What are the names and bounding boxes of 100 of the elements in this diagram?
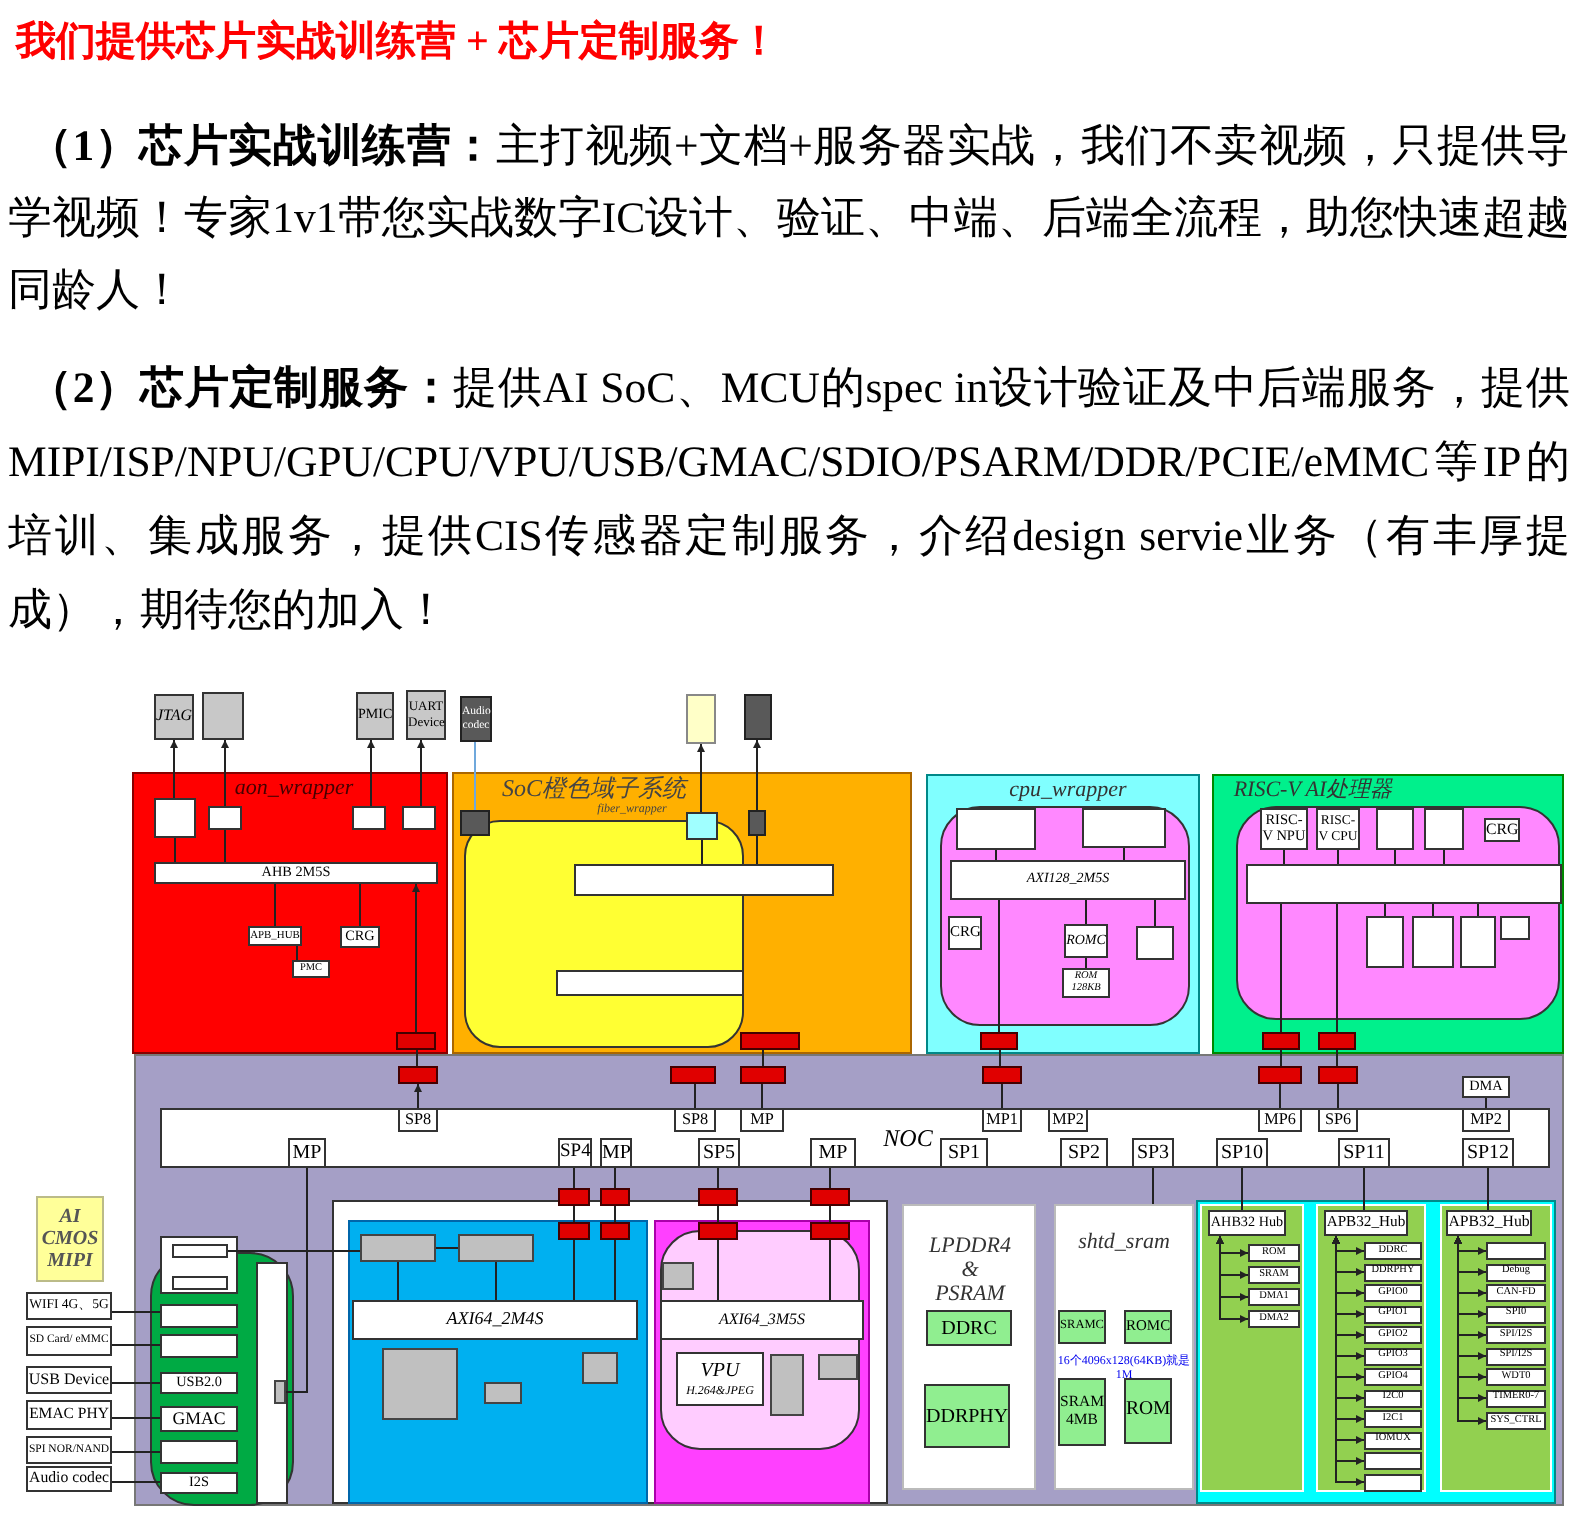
region-title: aon_wrapper xyxy=(234,776,354,801)
connector-line xyxy=(1394,849,1396,865)
connector-line xyxy=(717,1167,719,1189)
connector-line xyxy=(359,883,361,927)
block-box xyxy=(154,798,196,838)
block-box xyxy=(1058,1378,1106,1446)
bridge-box xyxy=(1258,1066,1302,1084)
block-label: SP8 xyxy=(681,1111,709,1129)
connector-line xyxy=(701,839,703,865)
block-box xyxy=(1364,1263,1422,1281)
block-box xyxy=(160,1406,238,1432)
block-label: SP2 xyxy=(1067,1142,1101,1164)
region-title: cpu_wrapper xyxy=(1008,778,1128,803)
connector-line xyxy=(1283,849,1285,865)
block-box xyxy=(1486,1263,1546,1281)
bridge-box xyxy=(980,1032,1018,1050)
block-box xyxy=(1248,1244,1300,1262)
block-box xyxy=(748,810,766,836)
block-box xyxy=(1500,916,1530,940)
connector-line xyxy=(756,835,758,865)
bridge-box xyxy=(1318,1032,1356,1050)
block-box xyxy=(1248,1310,1300,1328)
connector-line xyxy=(1154,899,1156,927)
connector-line xyxy=(1280,903,1282,1033)
connector-line xyxy=(1280,1049,1282,1067)
block-box xyxy=(1364,1473,1422,1491)
region-panel xyxy=(926,774,1200,1054)
connector-line xyxy=(573,1205,575,1223)
port-box xyxy=(398,1108,438,1132)
block-box xyxy=(1248,1288,1300,1306)
peripheral-box xyxy=(460,696,492,742)
connector-line xyxy=(495,1261,497,1301)
block-box xyxy=(1364,1368,1422,1386)
connector-line xyxy=(435,1247,459,1249)
connector-line xyxy=(285,1167,308,1393)
connector-line xyxy=(717,1239,719,1301)
block-box xyxy=(360,1234,436,1262)
region-title: SoC橙色域子系统 xyxy=(502,776,686,803)
block-box xyxy=(1364,1389,1422,1407)
block-label: VPU xyxy=(698,1360,743,1382)
connector-line xyxy=(174,837,176,863)
port-box xyxy=(1462,1108,1510,1132)
connector-line xyxy=(1337,849,1339,865)
block-box xyxy=(460,810,490,836)
connector-line xyxy=(1241,1167,1243,1211)
bridge-box xyxy=(698,1188,738,1206)
bridge-box xyxy=(558,1188,590,1206)
block-box xyxy=(1136,926,1174,960)
block-box xyxy=(1364,1242,1422,1260)
connector-line xyxy=(614,1239,616,1301)
block-box xyxy=(382,1348,458,1420)
connector-line xyxy=(111,1344,161,1346)
bus-bar xyxy=(556,970,744,996)
port-box xyxy=(1060,1138,1108,1168)
bridge-box xyxy=(810,1188,850,1206)
bus-label: NOC xyxy=(881,1126,935,1153)
connector-line xyxy=(474,741,476,811)
block-box xyxy=(1124,1378,1172,1444)
connector-line xyxy=(829,1205,831,1223)
region-title: LPDDR4 & PSRAM xyxy=(928,1234,1012,1307)
block-label: AI CMOS MIPI xyxy=(39,1206,101,1272)
block-box xyxy=(1364,1431,1422,1449)
block-label: SP3 xyxy=(1136,1142,1170,1164)
region-panel xyxy=(654,1220,870,1504)
block-label: MP xyxy=(602,1142,630,1164)
block-box xyxy=(484,1382,522,1404)
connector-line xyxy=(111,1311,161,1313)
connector-line xyxy=(1485,1097,1487,1109)
block-box xyxy=(1486,1284,1546,1302)
bus-column xyxy=(1316,1204,1426,1492)
block-box xyxy=(1062,968,1110,998)
connector-line xyxy=(111,1417,161,1419)
block-box xyxy=(1486,1368,1546,1386)
block-label: SP10 xyxy=(1220,1142,1264,1164)
port-box xyxy=(940,1138,988,1168)
connector-line xyxy=(1443,849,1445,865)
block-box xyxy=(1364,1410,1422,1428)
block-label: DDRC xyxy=(941,1317,997,1339)
bus-bar xyxy=(660,1300,864,1340)
arrow xyxy=(417,739,425,807)
double-arrow xyxy=(1216,1235,1249,1323)
noc-region xyxy=(134,1054,1564,1506)
bus-column xyxy=(1200,1204,1304,1492)
block-box xyxy=(924,1384,1010,1448)
block-box xyxy=(818,1354,858,1380)
block-box xyxy=(1486,1242,1546,1260)
connector-line xyxy=(1152,1167,1154,1205)
peripheral-box xyxy=(744,694,772,740)
bridge-box xyxy=(740,1032,800,1050)
connector-line xyxy=(224,829,226,863)
connector-line xyxy=(274,883,276,927)
connector-line xyxy=(1336,1049,1338,1067)
block-box xyxy=(662,1262,694,1290)
intro-paragraph: （1）芯片实战训练营：主打视频+文档+服务器实战，我们不卖视频，只提供导学视频！专家1v1带您实战数字IC设计、验证、中端、后端全流程，助您快速超越同龄人！ xyxy=(8,120,1570,318)
connector-line xyxy=(995,849,997,861)
connector-line xyxy=(694,1083,696,1109)
bridge-box xyxy=(982,1066,1022,1084)
arrow xyxy=(221,739,229,807)
bus-bar xyxy=(1246,864,1562,904)
connector-line xyxy=(1085,957,1087,969)
